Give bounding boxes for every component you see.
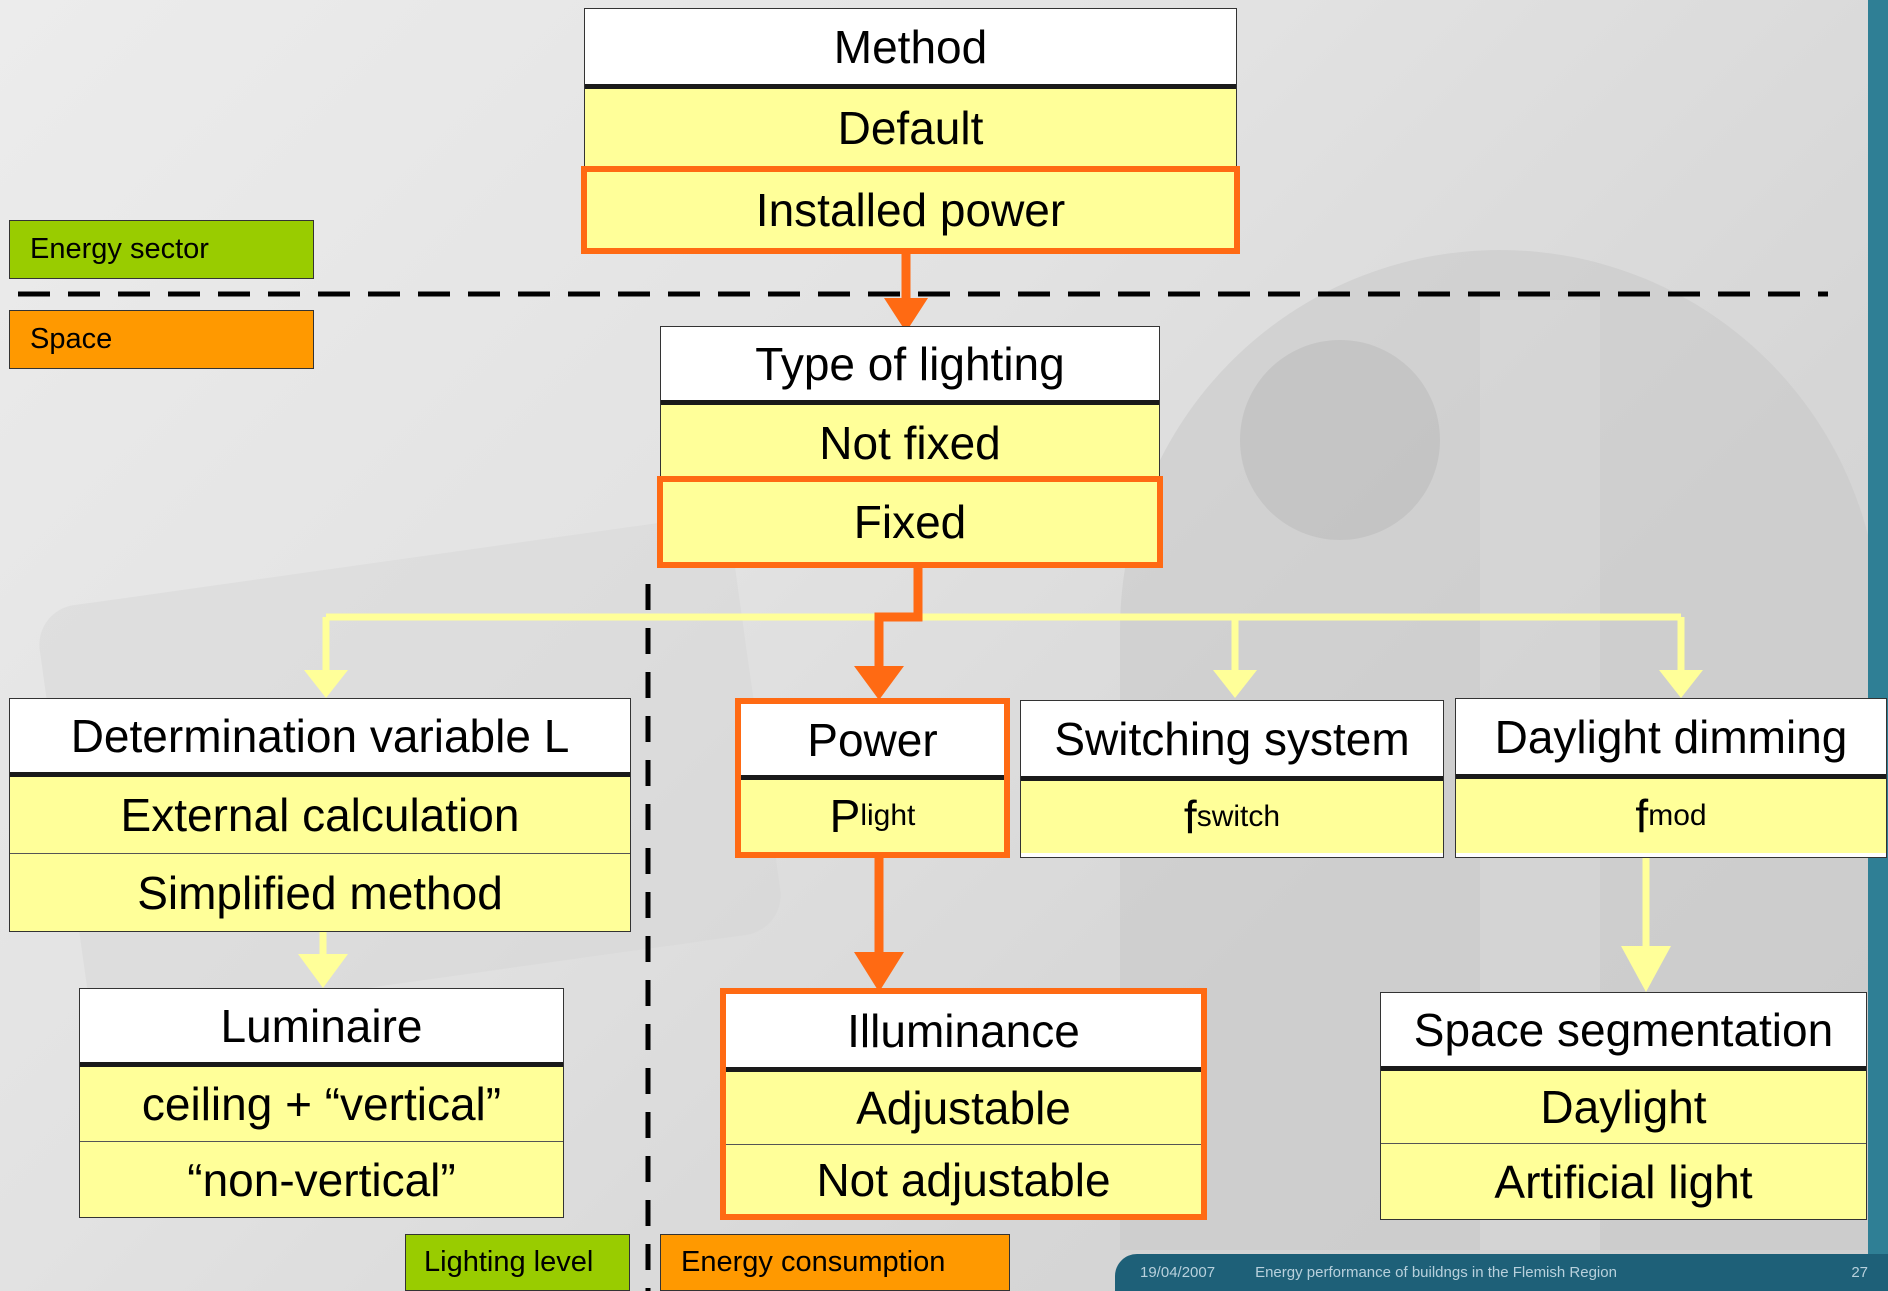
footer-page-number: 27: [1851, 1264, 1868, 1281]
footer-date: 19/04/2007: [1140, 1264, 1216, 1281]
type-of-lighting-option-not-fixed: Not fixed: [661, 405, 1159, 481]
illuminance-heading: Illuminance: [726, 994, 1201, 1072]
type-of-lighting-heading: Type of lighting: [661, 327, 1159, 405]
switching-symbol: f: [1183, 791, 1197, 843]
space-segmentation-option-daylight: Daylight: [1381, 1071, 1866, 1143]
daylight-dimming-symbol: f: [1635, 790, 1649, 842]
method-heading: Method: [585, 9, 1236, 89]
arrow-to-power: [854, 666, 904, 700]
space-segmentation-option-artificial: Artificial light: [1381, 1143, 1866, 1219]
power-heading: Power: [741, 704, 1004, 780]
arrow-to-type-of-lighting: [884, 298, 928, 332]
determination-option-simplified: Simplified method: [10, 853, 630, 931]
luminaire-box: Luminaire ceiling + “vertical” “non-vert…: [79, 988, 564, 1218]
arrow-to-luminaire: [298, 954, 348, 988]
type-of-lighting-option-fixed: Fixed: [657, 476, 1163, 568]
method-option-installed-power: Installed power: [581, 166, 1240, 254]
illuminance-option-not-adjustable: Not adjustable: [726, 1144, 1201, 1214]
illuminance-box: Illuminance Adjustable Not adjustable: [720, 988, 1207, 1220]
daylight-dimming-heading: Daylight dimming: [1456, 699, 1886, 779]
power-symbol: P: [829, 790, 861, 842]
determination-box: Determination variable L External calcul…: [9, 698, 631, 932]
illuminance-option-adjustable: Adjustable: [726, 1072, 1201, 1144]
luminaire-option-vertical: ceiling + “vertical”: [80, 1067, 563, 1141]
arrow-to-daylight-dimming: [1659, 670, 1703, 698]
determination-option-external: External calculation: [10, 777, 630, 853]
arrow-to-illuminance: [854, 952, 904, 992]
space-segmentation-heading: Space segmentation: [1381, 993, 1866, 1071]
energy-sector-tag: Energy sector: [9, 220, 314, 279]
method-option-default: Default: [585, 89, 1236, 167]
luminaire-option-non-vertical: “non-vertical”: [80, 1141, 563, 1217]
footer-bar: 19/04/2007 Energy performance of buildng…: [1115, 1254, 1888, 1291]
space-segmentation-box: Space segmentation Daylight Artificial l…: [1380, 992, 1867, 1220]
luminaire-heading: Luminaire: [80, 989, 563, 1067]
switching-heading: Switching system: [1021, 701, 1443, 781]
arrow-to-space-segmentation: [1621, 946, 1671, 992]
determination-heading: Determination variable L: [10, 699, 630, 777]
footer-title: Energy performance of buildngs in the Fl…: [1255, 1264, 1617, 1281]
lighting-level-tag: Lighting level: [405, 1234, 630, 1291]
arrow-to-determination: [304, 670, 348, 698]
arrow-to-switching: [1213, 670, 1257, 698]
space-tag: Space: [9, 310, 314, 369]
energy-consumption-tag: Energy consumption: [660, 1234, 1010, 1291]
